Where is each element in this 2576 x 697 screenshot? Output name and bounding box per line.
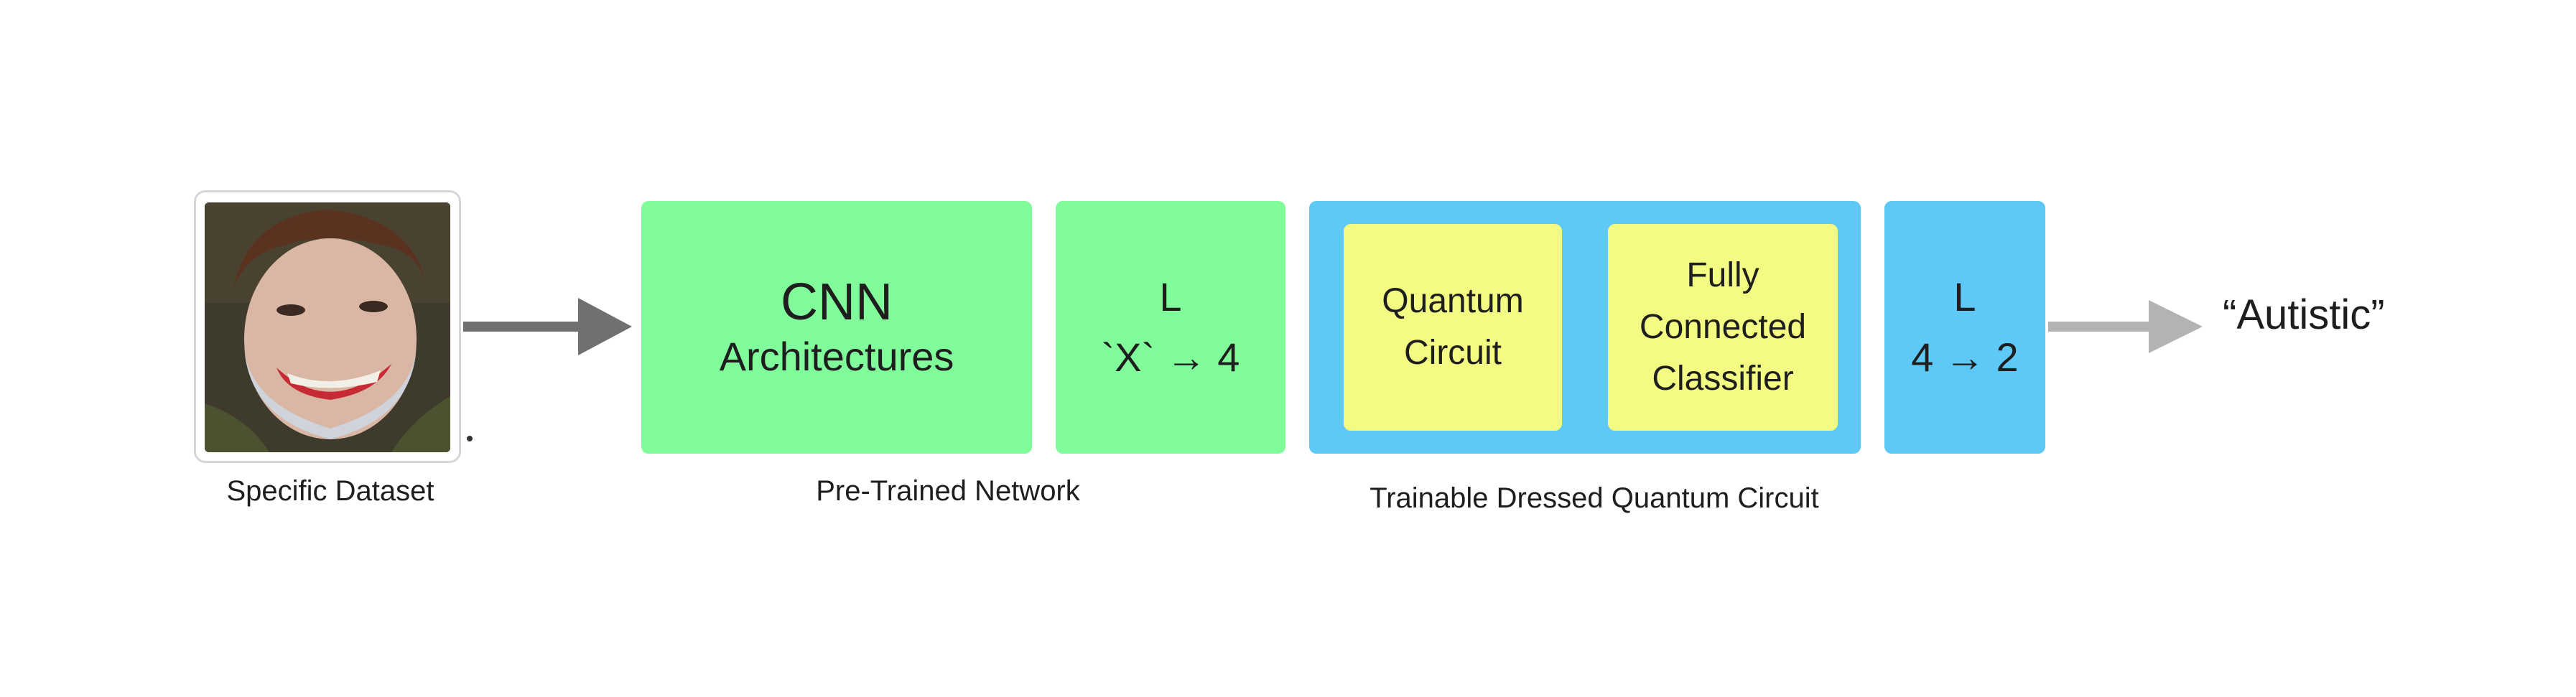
linear-label-2: L (1953, 274, 1976, 319)
quantum-circuit-box: Quantum Circuit (1344, 224, 1562, 431)
cnn-architectures-box: CNN Architectures (641, 201, 1032, 454)
linear-mapping: `X` → 4 (1101, 335, 1240, 380)
output-label: “Autistic” (2223, 291, 2385, 338)
arrow-input-to-cnn (463, 298, 632, 355)
cnn-title: CNN (781, 273, 893, 331)
dataset-caption: Specific Dataset (226, 475, 434, 507)
linear-mapping-2: 4 → 2 (1911, 335, 2019, 380)
arrow-to-output (2048, 300, 2203, 353)
input-image (205, 202, 450, 452)
quantum-circuit-label-line1: Quantum (1382, 282, 1524, 320)
fully-connected-classifier-box: Fully Connected Classifier (1608, 224, 1838, 431)
boy-photo-illustration (205, 202, 450, 452)
quantum-circuit-label-line2: Circuit (1403, 334, 1502, 372)
classifier-label-line1: Fully (1686, 256, 1759, 294)
classifier-label-line2: Connected (1639, 308, 1807, 346)
cnn-subtitle: Architectures (719, 334, 954, 379)
trainable-circuit-caption: Trainable Dressed Quantum Circuit (1370, 482, 1819, 514)
linear-layer-trainable: L 4 → 2 (1884, 201, 2045, 454)
pretrained-network-caption: Pre-Trained Network (816, 475, 1080, 507)
linear-layer-pretrained: L `X` → 4 (1056, 201, 1285, 454)
period-mark (467, 436, 473, 441)
linear-label: L (1159, 274, 1182, 319)
classifier-label-line3: Classifier (1652, 360, 1794, 398)
